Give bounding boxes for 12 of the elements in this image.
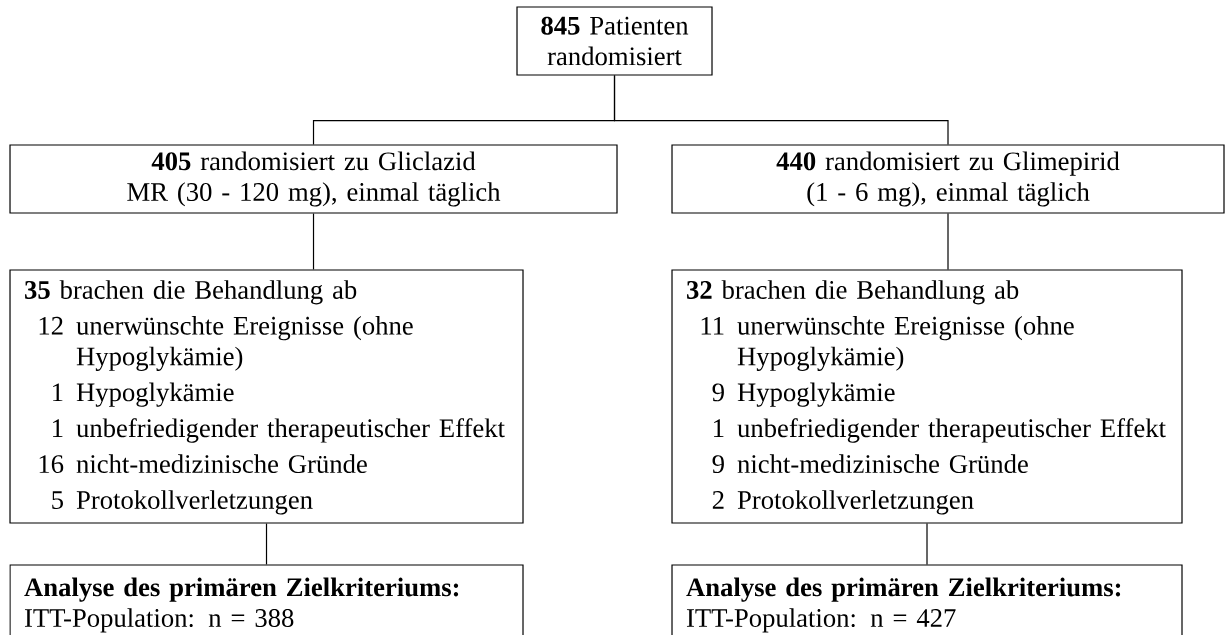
connector-line [926,523,928,565]
flow-box: 35 brachen die Behandlung ab 12 unerwünschte Ereignisse (ohne Hypoglykämie) 1 Hypoglykämie 1 unbefriedigender therapeutischer Effekt 16 nicht-medizinische Gründe 5 Protokollverletzungen [9,269,524,524]
connector-line [947,213,949,270]
flow-box: Analyse des primären Zielkriteriums: ITT-Population: n = 388 [9,564,524,635]
flow-box: Analyse des primären Zielkriteriums: ITT-Population: n = 427 [671,564,1183,635]
flow-box: 845 Patienten randomisiert [516,6,713,76]
connector-line [312,213,315,270]
connector-line [613,75,949,145]
flow-box: 440 randomisiert zu Glimepirid (1 - 6 mg), einmal täglich [671,144,1225,214]
flow-box: 32 brachen die Behandlung ab 11 unerwünschte Ereignisse (ohne Hypoglykämie) 9 Hypoglykämie 1 unbefriedigender therapeutischer Effekt 9 nicht-medizinische Gründe 2 Protokollverletzungen [671,269,1183,524]
flow-box: 405 randomisiert zu Gliclazid MR (30 - 120 mg), einmal täglich [9,144,618,214]
connector-line [265,523,268,565]
